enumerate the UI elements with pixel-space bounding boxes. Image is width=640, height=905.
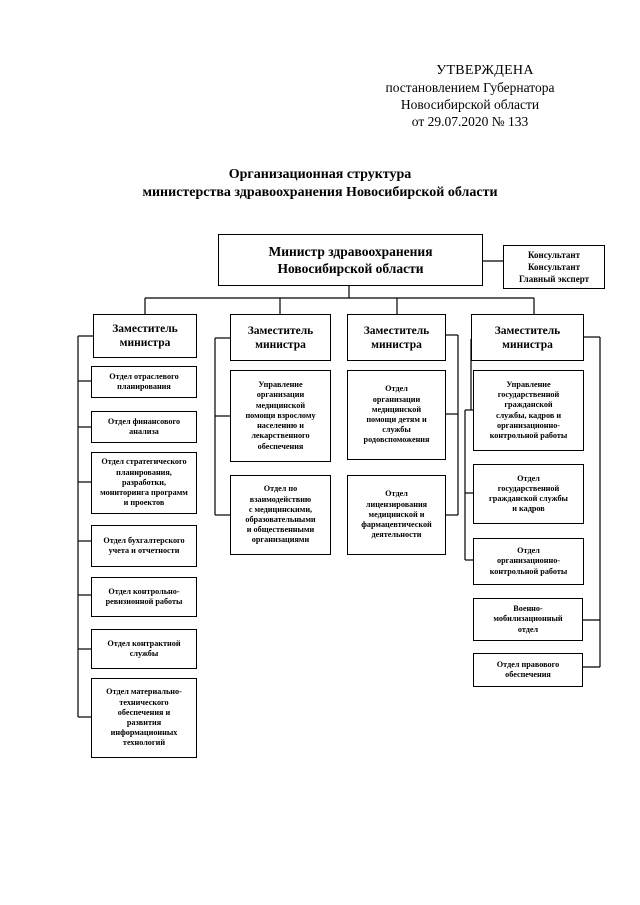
title-line: Организационная структура bbox=[228, 167, 412, 182]
department-box: Отдел финансового анализа bbox=[91, 411, 197, 443]
deputy-label: Заместитель министра bbox=[247, 324, 314, 351]
minister-box: Министр здравоохранения Новосибирской об… bbox=[218, 234, 483, 286]
deputy-box: Заместитель министра bbox=[93, 314, 197, 358]
department-label: Управление государственной гражданской с… bbox=[489, 379, 568, 440]
department-label: Отдел контрольно- ревизионной работы bbox=[105, 586, 183, 606]
deputy-box: Заместитель министра bbox=[230, 314, 331, 361]
department-label: Отдел материально- технического обеспече… bbox=[106, 687, 182, 748]
department-box: Отдел контрольно- ревизионной работы bbox=[91, 577, 197, 617]
department-label: Отдел стратегического планирования, разр… bbox=[100, 457, 188, 508]
minister-label: Министр здравоохранения Новосибирской об… bbox=[268, 244, 433, 276]
consultants-label: Консультант Консультант Главный эксперт bbox=[518, 250, 590, 284]
approval-line: УТВЕРЖДЕНА bbox=[436, 63, 534, 78]
approval-line: Новосибирской области bbox=[400, 97, 540, 112]
department-box: Отдел отраслевого планирования bbox=[91, 366, 197, 398]
department-label: Отдел государственной гражданской службы… bbox=[489, 473, 568, 514]
department-box: Отдел бухгалтерского учета и отчетности bbox=[91, 525, 197, 567]
department-label: Отдел организационно- контрольной работы bbox=[489, 546, 568, 576]
department-label: Отдел отраслевого планирования bbox=[109, 371, 179, 391]
approval-stamp: УТВЕРЖДЕНА постановлением Губернатора Но… bbox=[355, 62, 585, 130]
department-label: Отдел бухгалтерского учета и отчетности bbox=[103, 535, 185, 555]
department-label: Отдел правового обеспечения bbox=[496, 659, 560, 679]
deputy-label: Заместитель министра bbox=[363, 324, 430, 351]
consultants-box: Консультант Консультант Главный эксперт bbox=[503, 245, 605, 289]
department-box: Отдел лицензирования медицинской и фарма… bbox=[347, 475, 446, 555]
department-box: Отдел организации медицинской помощи дет… bbox=[347, 370, 446, 460]
department-label: Отдел финансового анализа bbox=[107, 416, 181, 436]
deputy-label: Заместитель министра bbox=[494, 324, 561, 351]
department-box: Отдел государственной гражданской службы… bbox=[473, 464, 584, 524]
department-box: Отдел правового обеспечения bbox=[473, 653, 583, 687]
department-label: Отдел контрактной службы bbox=[107, 638, 181, 658]
approval-line: от 29.07.2020 № 133 bbox=[411, 114, 529, 129]
deputy-box: Заместитель министра bbox=[347, 314, 446, 361]
department-box: Отдел стратегического планирования, разр… bbox=[91, 452, 197, 514]
department-label: Управление организации медицинской помощ… bbox=[245, 380, 316, 451]
department-box: Отдел по взаимодействию с медицинскими, … bbox=[230, 475, 331, 555]
department-label: Отдел по взаимодействию с медицинскими, … bbox=[245, 484, 316, 545]
department-label: Отдел организации медицинской помощи дет… bbox=[363, 384, 430, 445]
deputy-label: Заместитель министра bbox=[112, 323, 178, 349]
department-box: Управление государственной гражданской с… bbox=[473, 370, 584, 451]
department-box: Военно- мобилизационный отдел bbox=[473, 598, 583, 641]
deputy-box: Заместитель министра bbox=[471, 314, 584, 361]
document-title: Организационная структура министерства з… bbox=[0, 166, 640, 202]
department-box: Отдел контрактной службы bbox=[91, 629, 197, 669]
department-label: Отдел лицензирования медицинской и фарма… bbox=[361, 489, 432, 540]
title-line: министерства здравоохранения Новосибирск… bbox=[142, 185, 498, 200]
department-box: Управление организации медицинской помощ… bbox=[230, 370, 331, 462]
approval-line: постановлением Губернатора bbox=[385, 80, 555, 95]
department-box: Отдел организационно- контрольной работы bbox=[473, 538, 584, 585]
department-label: Военно- мобилизационный отдел bbox=[493, 604, 563, 634]
department-box: Отдел материально- технического обеспече… bbox=[91, 678, 197, 758]
